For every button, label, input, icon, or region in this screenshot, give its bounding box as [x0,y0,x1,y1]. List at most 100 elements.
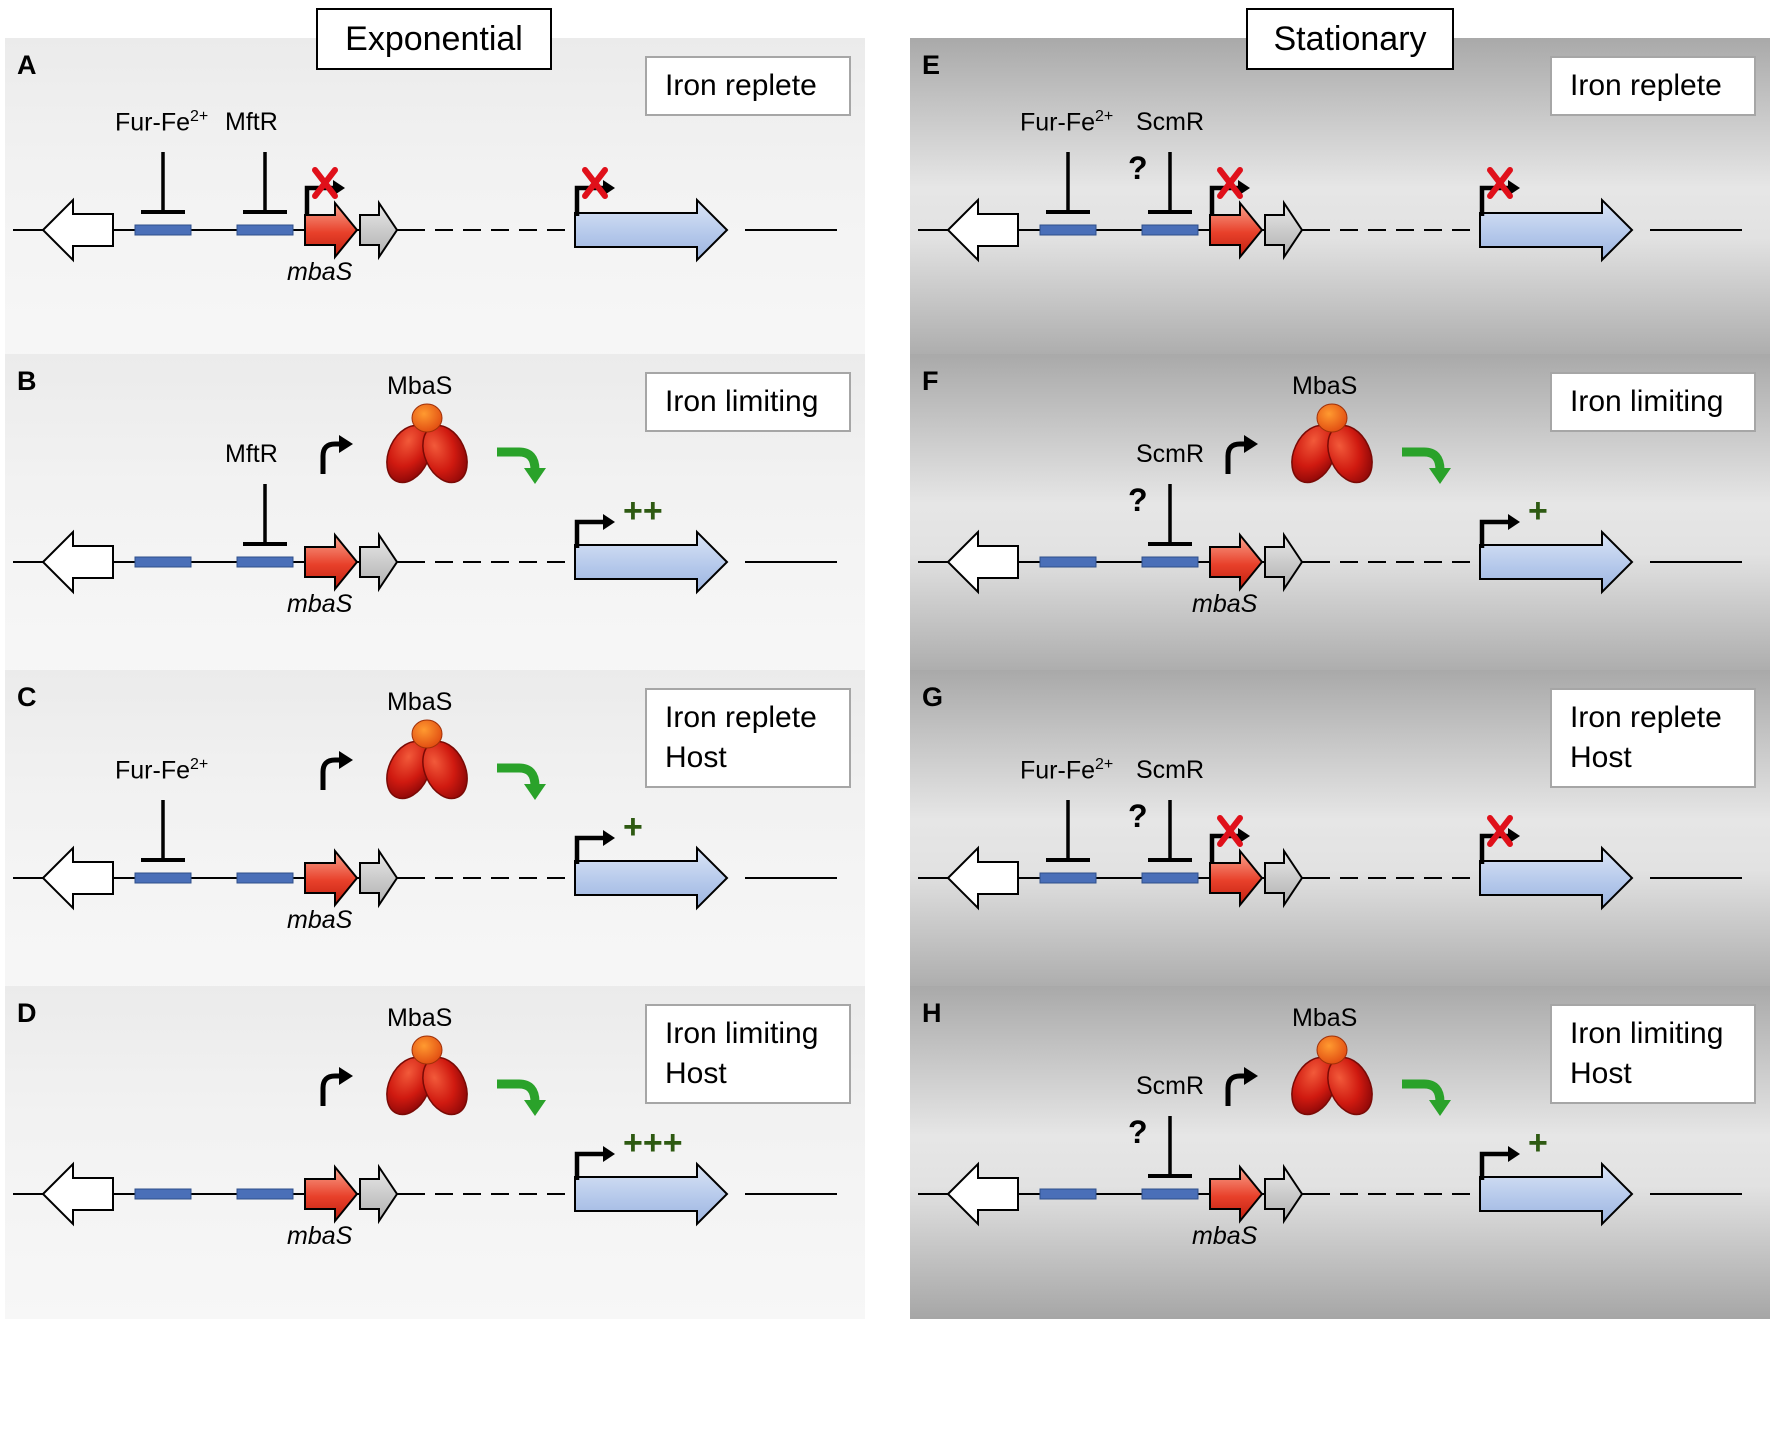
upstream-gene [946,845,1019,911]
regulator-binding-site [236,224,294,236]
target-gene [574,845,729,911]
gene-diagram [918,403,1742,595]
mbas-promoter [1225,441,1246,474]
condition-line-1: Iron limiting [665,385,819,418]
fur-fe-charge: 2+ [190,108,209,125]
regulator-binding-site [1141,1188,1199,1200]
mbas-promoter-head [339,435,353,453]
regulator-binding-site [1141,224,1199,236]
fur-fe-text: Fur-Fe [1020,108,1095,137]
condition-line-2: Host [665,741,727,774]
condition-box: Iron limiting [1550,372,1756,432]
downstream-gene [1264,531,1304,593]
green-activation-arrow [497,1079,540,1103]
mbas-promoter-head [1244,1067,1258,1085]
gene-diagram [13,403,837,595]
gene-diagram [13,1035,837,1227]
fur-fe-text: Fur-Fe [1020,756,1095,785]
gene-diagram [13,719,837,911]
condition-line-1: Iron replete [1570,69,1722,102]
regulator-binding-site [236,1188,294,1200]
green-activation-arrow-head [524,468,546,484]
mbas-protein-label: MbaS [1292,372,1358,400]
panel-letter: F [922,366,939,396]
mbas-gene-label: mbaS [287,906,353,934]
target-gene [574,1161,729,1227]
fur-fe-charge: 2+ [1095,108,1114,125]
fur-binding-site [134,872,192,884]
regulator-label: ScmR [1136,440,1205,468]
target-promoter-head [1508,180,1520,196]
condition-box: Iron replete [645,56,851,116]
upstream-gene [41,529,114,595]
blocked-cross [582,167,608,199]
regulator-label: ScmR [1136,1072,1205,1100]
mbas-protein-label: MbaS [387,688,453,716]
blocked-cross [1487,167,1513,199]
mbas-promoter-head [1244,435,1258,453]
mbas-promoter-head [333,180,345,196]
mbas-promoter [320,757,341,790]
condition-line-2: Host [1570,741,1632,774]
mbas-protein [386,1035,468,1116]
regulator-label: ScmR [1136,756,1205,784]
mbas-gene [1209,1164,1264,1224]
mbas-gene-label: mbaS [287,590,353,618]
fur-fe-text: Fur-Fe [115,108,190,137]
mbas-protein [1291,403,1373,484]
panel-letter: B [17,366,37,396]
regulator-binding-site [236,872,294,884]
unknown-mechanism-mark: ? [1128,1114,1148,1150]
mbas-gene [1209,848,1264,908]
fur-binding-site [134,1188,192,1200]
regulator-binding-site [236,556,294,568]
regulator-binding-site [1141,872,1199,884]
mbas-protein [386,719,468,800]
expression-level: + [1528,492,1548,530]
unknown-mechanism-mark: ? [1128,798,1148,834]
green-activation-arrow [497,447,540,471]
green-activation-arrow-head [524,784,546,800]
panel-letter: C [17,682,37,712]
unknown-mechanism-mark: ? [1128,482,1148,518]
target-gene [1479,845,1634,911]
condition-line-2: Host [665,1057,727,1090]
fur-fe-label: Fur-Fe2+ [1020,108,1113,137]
green-activation-arrow [497,763,540,787]
expression-level: + [1528,1124,1548,1162]
target-promoter-head [603,1146,615,1162]
mbas-gene [304,200,359,260]
upstream-gene [41,1161,114,1227]
green-activation-arrow [1402,447,1445,471]
stationary-title: Stationary [1246,8,1454,70]
condition-line-1: Iron limiting [1570,1017,1724,1050]
target-promoter-head [1508,514,1520,530]
panel-letter: H [922,998,942,1028]
mbas-protein-label: MbaS [387,1004,453,1032]
fur-binding-site [1039,1188,1097,1200]
panel-letter: D [17,998,37,1028]
downstream-gene [359,847,399,909]
downstream-gene [1264,847,1304,909]
green-activation-arrow-head [1429,468,1451,484]
mbas-gene [1209,200,1264,260]
target-promoter-head [1508,828,1520,844]
panel-letter: A [17,50,37,80]
mbas-protein [1291,1035,1373,1116]
mbas-protein [386,403,468,484]
fur-binding-site [134,556,192,568]
condition-line-2: Host [1570,1057,1632,1090]
blocked-cross [1217,815,1243,847]
regulator-label: MftR [225,108,278,136]
mbas-gene-label: mbaS [1192,590,1258,618]
mbas-gene [304,532,359,592]
mbas-protein-label: MbaS [1292,1004,1358,1032]
blocked-cross [1487,815,1513,847]
fur-fe-label: Fur-Fe2+ [115,756,208,785]
fur-binding-site [1039,224,1097,236]
